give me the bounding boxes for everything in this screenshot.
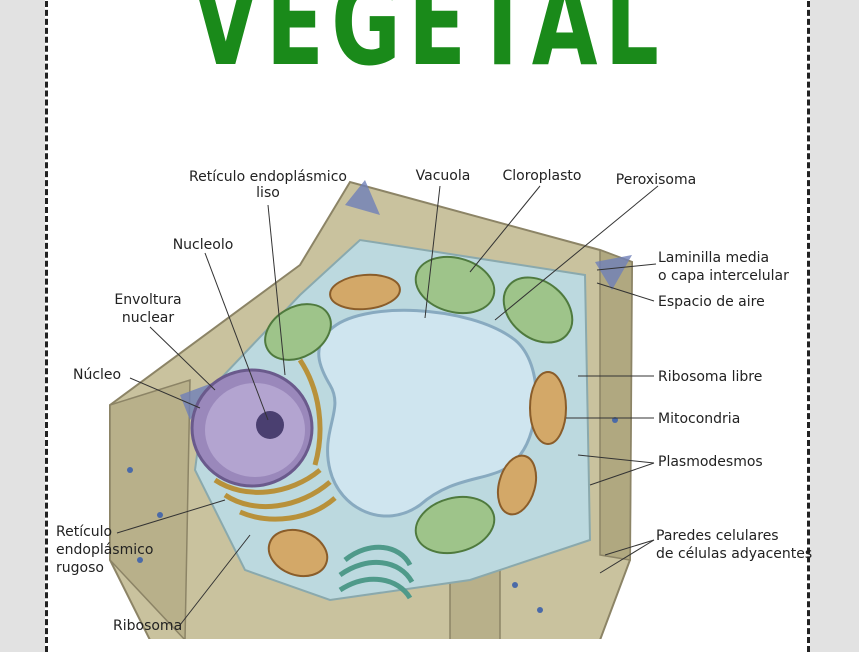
nucleus xyxy=(190,368,314,488)
label-reticulo-liso: Retículo endoplásmico xyxy=(189,169,347,185)
label-envoltura-nuclear-line2: nuclear xyxy=(122,310,175,326)
label-peroxisoma: Peroxisoma xyxy=(616,172,696,188)
label-mitocondria: Mitocondria xyxy=(658,411,740,427)
label-espacio-aire: Espacio de aire xyxy=(658,294,765,310)
label-reticulo-rugoso: Retículo xyxy=(56,524,112,540)
leader-lines xyxy=(116,185,659,626)
label-reticulo-rugoso-line3: rugoso xyxy=(56,560,104,576)
label-reticulo-liso-line2: liso xyxy=(256,185,280,201)
label-paredes-celulares-line2: de células adyacentes xyxy=(656,546,812,562)
label-ribosoma: Ribosoma xyxy=(113,618,182,634)
vacuole xyxy=(317,308,538,518)
mitochondria xyxy=(267,273,567,578)
label-plasmodesmos: Plasmodesmos xyxy=(658,454,763,470)
label-ribosoma-libre: Ribosoma libre xyxy=(658,369,762,385)
label-laminilla-media-line2: o capa intercelular xyxy=(658,268,789,284)
chloroplasts xyxy=(264,255,574,555)
label-envoltura-nuclear: Envoltura xyxy=(114,292,181,308)
label-paredes-celulares: Paredes celulares xyxy=(656,528,779,544)
nucleolus xyxy=(256,411,284,439)
page-title: VEGETAL xyxy=(192,0,667,92)
rough-er xyxy=(213,358,337,522)
label-reticulo-rugoso-line2: endoplásmico xyxy=(56,542,153,558)
label-nucleolo: Nucleolo xyxy=(173,237,234,253)
label-cloroplasto: Cloroplasto xyxy=(503,168,582,184)
label-laminilla-media: Laminilla media xyxy=(658,250,769,266)
label-vacuola: Vacuola xyxy=(416,168,471,184)
golgi xyxy=(338,544,415,600)
label-nucleo: Núcleo xyxy=(73,367,121,383)
